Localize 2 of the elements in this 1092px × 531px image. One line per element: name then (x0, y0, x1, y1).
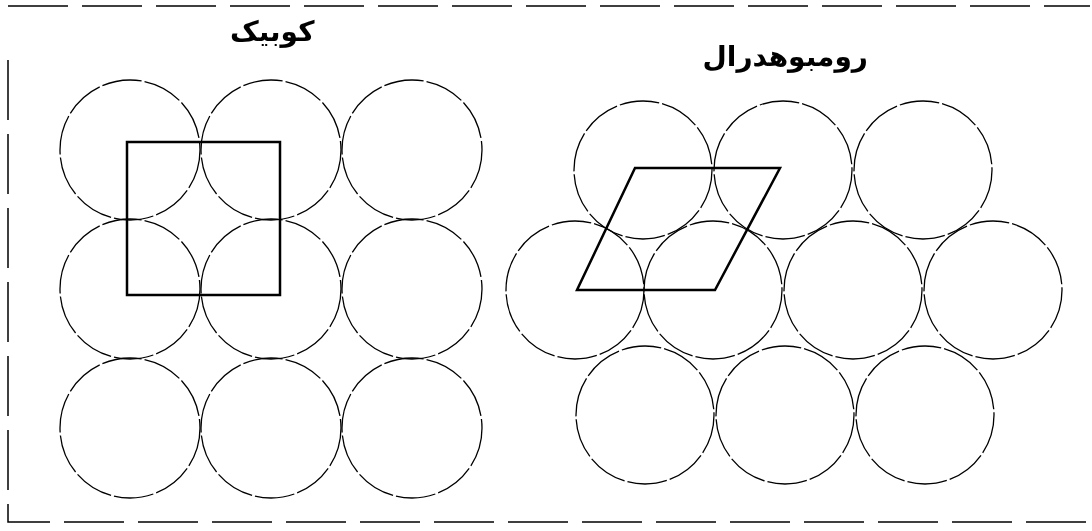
packing-label: رومبوهدرال (702, 40, 868, 73)
packing-label: کوبیک (230, 15, 315, 48)
